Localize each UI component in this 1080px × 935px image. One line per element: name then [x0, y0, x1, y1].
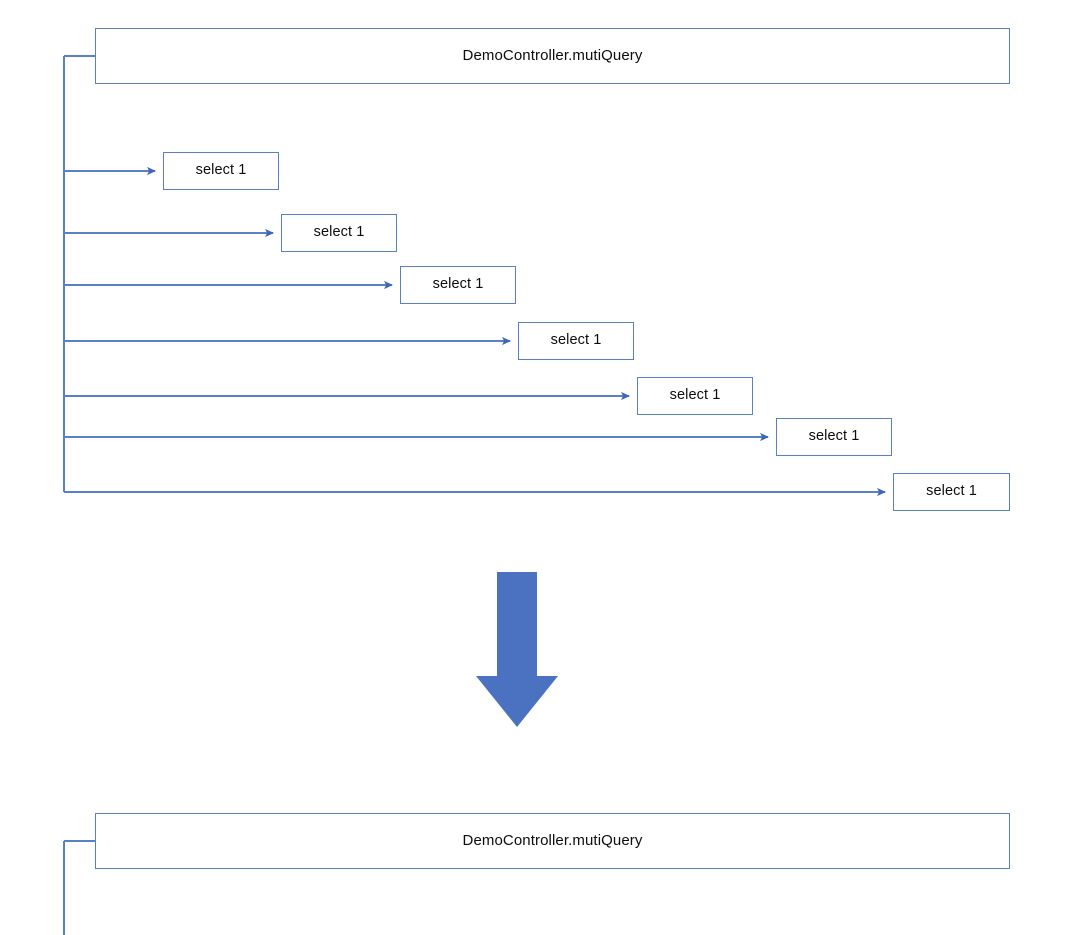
select-node-1-label: select 1 — [195, 162, 247, 179]
select-node-5-label: select 1 — [669, 387, 721, 404]
select-node-2-label: select 1 — [313, 224, 365, 241]
down-arrow-icon — [476, 572, 558, 727]
select-node-6-label: select 1 — [808, 428, 860, 445]
select-node-1[interactable]: select 1 — [163, 152, 279, 190]
bottom-section-connectors — [63, 840, 95, 935]
select-node-3[interactable]: select 1 — [400, 266, 516, 304]
select-node-4[interactable]: select 1 — [518, 322, 634, 360]
root-node-bottom[interactable]: DemoController.mutiQuery — [95, 813, 1010, 869]
root-node-bottom-label: DemoController.mutiQuery — [462, 832, 643, 849]
select-node-5[interactable]: select 1 — [637, 377, 753, 415]
select-node-3-label: select 1 — [432, 276, 484, 293]
select-node-7[interactable]: select 1 — [893, 473, 1010, 511]
root-node-top-label: DemoController.mutiQuery — [462, 47, 643, 64]
top-section-connectors — [63, 55, 886, 497]
select-node-6[interactable]: select 1 — [776, 418, 892, 456]
select-node-7-label: select 1 — [926, 483, 977, 500]
select-node-2[interactable]: select 1 — [281, 214, 397, 252]
select-node-4-label: select 1 — [550, 332, 602, 349]
root-node-top[interactable]: DemoController.mutiQuery — [95, 28, 1010, 84]
